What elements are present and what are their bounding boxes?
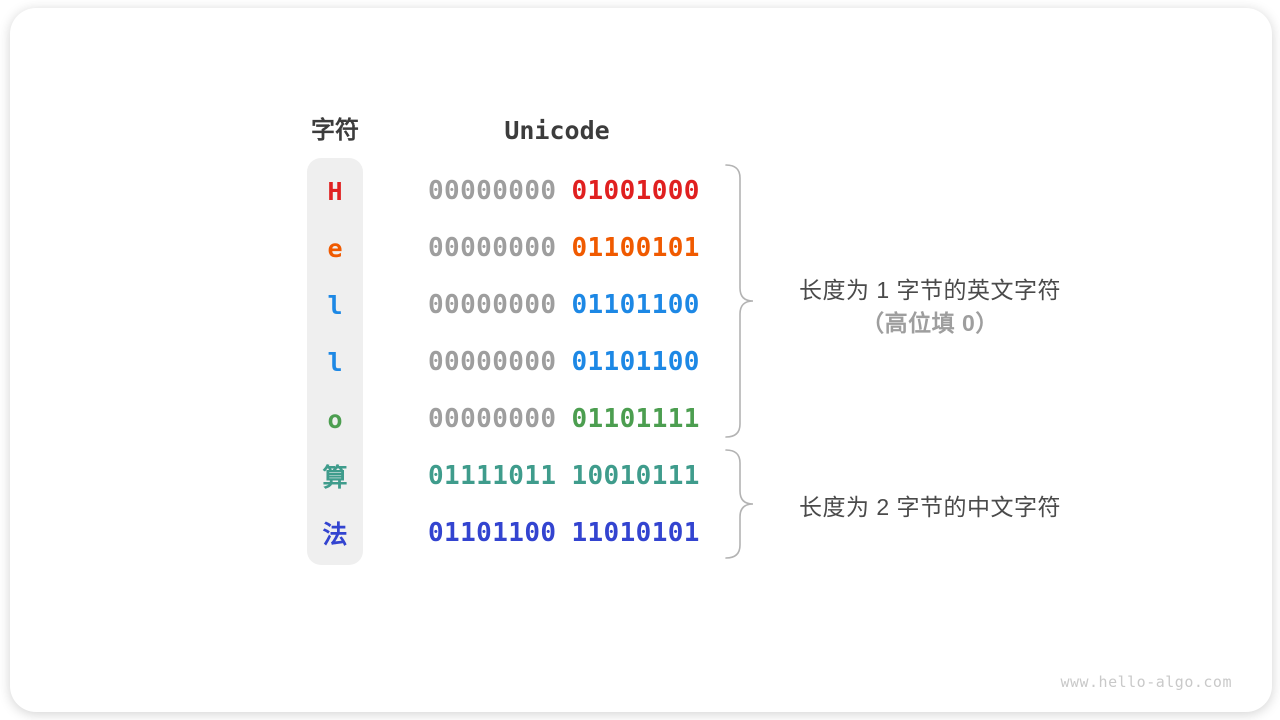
binary-cell: 01101100 11010101 xyxy=(428,518,700,548)
character-cell: 法 xyxy=(322,520,348,549)
watermark-url: www.hello-algo.com xyxy=(1060,673,1232,691)
character-cell: o xyxy=(327,404,343,434)
binary-byte-low: 01001000 xyxy=(571,176,700,206)
character-cell: l xyxy=(327,347,343,377)
binary-byte-high: 00000000 xyxy=(428,347,557,377)
character-cell: H xyxy=(327,176,343,206)
binary-byte-high: 00000000 xyxy=(428,233,557,263)
brace-chinese-group-icon xyxy=(725,449,754,559)
character-cell: l xyxy=(327,290,343,320)
binary-byte-high: 00000000 xyxy=(428,176,557,206)
character-cell: e xyxy=(327,233,343,263)
character-column-background xyxy=(307,158,363,565)
encoding-row: o 00000000 01101111 xyxy=(0,402,1280,436)
binary-cell: 00000000 01101100 xyxy=(428,290,700,320)
binary-byte-high: 00000000 xyxy=(428,290,557,320)
binary-byte-low: 01101100 xyxy=(571,347,700,377)
binary-byte-high: 00000000 xyxy=(428,404,557,434)
binary-cell: 01111011 10010111 xyxy=(428,461,700,491)
encoding-row: H 00000000 01001000 xyxy=(0,174,1280,208)
binary-cell: 00000000 01101111 xyxy=(428,404,700,434)
binary-cell: 00000000 01101100 xyxy=(428,347,700,377)
brace-english-group-icon xyxy=(725,164,754,438)
binary-byte-high: 01101100 xyxy=(428,518,557,548)
binary-byte-low: 01101111 xyxy=(571,404,700,434)
encoding-row: 算 01111011 10010111 xyxy=(0,459,1280,493)
binary-byte-low: 01101100 xyxy=(571,290,700,320)
encoding-row: 法 01101100 11010101 xyxy=(0,516,1280,550)
encoding-row: l 00000000 01101100 xyxy=(0,288,1280,322)
annotation-high-bits-zero: （高位填 0） xyxy=(861,310,999,336)
character-cell: 算 xyxy=(322,463,348,492)
binary-byte-low: 01100101 xyxy=(571,233,700,263)
encoding-row: l 00000000 01101100 xyxy=(0,345,1280,379)
column-header-unicode: Unicode xyxy=(504,116,610,145)
encoding-row: e 00000000 01100101 xyxy=(0,231,1280,265)
annotation-chinese-chars: 长度为 2 字节的中文字符 xyxy=(798,494,1062,520)
annotation-english-chars: 长度为 1 字节的英文字符 xyxy=(798,277,1062,303)
binary-byte-high: 01111011 xyxy=(428,461,557,491)
column-header-character: 字符 xyxy=(311,117,359,144)
binary-cell: 00000000 01001000 xyxy=(428,176,700,206)
binary-cell: 00000000 01100101 xyxy=(428,233,700,263)
diagram-card xyxy=(10,8,1272,712)
binary-byte-low: 11010101 xyxy=(571,518,700,548)
binary-byte-low: 10010111 xyxy=(571,461,700,491)
